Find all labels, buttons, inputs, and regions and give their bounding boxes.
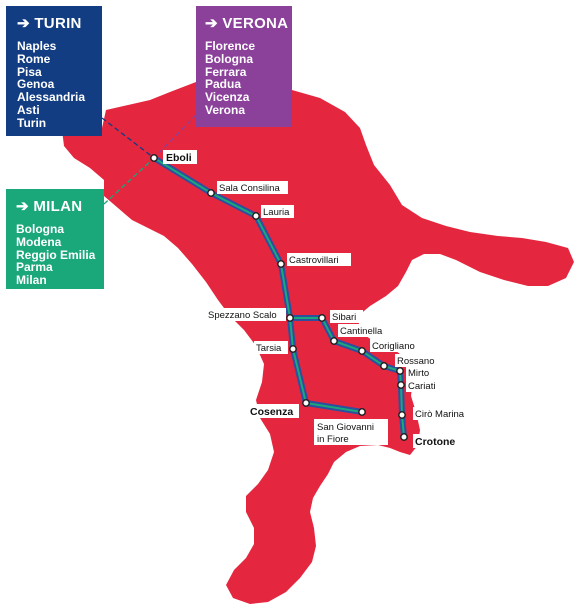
stop-castrovillari[interactable] xyxy=(277,260,285,268)
label-bg-san-giovanni xyxy=(314,419,388,445)
turin-connector xyxy=(101,117,155,159)
stop-eboli[interactable] xyxy=(150,154,158,162)
arrow-right-icon: ➔ xyxy=(16,198,29,215)
label-bg-corigliano xyxy=(370,339,423,352)
label-bg-castrovillari xyxy=(287,253,351,266)
label-bg-cosenza xyxy=(248,404,299,418)
label-cantinella: Cantinella xyxy=(340,326,383,337)
stop-cariati[interactable] xyxy=(397,381,405,389)
label-bg-mirto xyxy=(406,366,435,379)
label-sala-consilina: Sala Consilina xyxy=(219,183,280,194)
stops xyxy=(150,154,408,441)
stop-cosenza[interactable] xyxy=(302,399,310,407)
stop-mirto[interactable] xyxy=(396,367,404,375)
stop-sala-consilina[interactable] xyxy=(207,189,215,197)
label-san-giovanni-line1: San Giovanni xyxy=(317,422,374,433)
milan-connector xyxy=(103,157,155,205)
milan-panel-header: ➔ MILAN xyxy=(16,197,104,215)
stop-lauria[interactable] xyxy=(252,212,260,220)
stop-corigliano[interactable] xyxy=(358,347,366,355)
stop-sibari[interactable] xyxy=(318,314,326,322)
list-item: Florence xyxy=(205,39,256,53)
verona-route-panel: ➔ VERONA Florence Bologna Ferrara Padua … xyxy=(196,6,292,127)
milan-panel-title: MILAN xyxy=(33,198,83,215)
verona-connector xyxy=(153,114,197,159)
label-bg-sala-consilina xyxy=(217,181,288,194)
stop-rossano[interactable] xyxy=(380,362,388,370)
list-item: Asti xyxy=(17,102,40,117)
stop-crotone[interactable] xyxy=(400,433,408,441)
label-bg-eboli xyxy=(163,150,197,164)
list-item: Milan xyxy=(16,273,47,288)
list-item: Bologna xyxy=(16,222,64,236)
stop-cantinella[interactable] xyxy=(330,337,338,345)
label-rossano: Rossano xyxy=(397,356,435,367)
list-item: Vicenza xyxy=(205,90,250,105)
label-crotone: Crotone xyxy=(415,436,455,448)
turin-stop-list: Naples Rome Pisa Genoa Alessandria Asti … xyxy=(17,40,102,130)
label-eboli: Eboli xyxy=(166,152,192,164)
list-item: Ferrara xyxy=(205,64,247,79)
town-labels: Eboli Sala Consilina Lauria Castrovillar… xyxy=(163,150,473,448)
label-bg-cantinella xyxy=(338,324,389,337)
list-item: Alessandria xyxy=(17,90,86,105)
stop-tarsia[interactable] xyxy=(289,345,297,353)
label-sibari: Sibari xyxy=(332,312,356,323)
label-bg-rossano xyxy=(395,354,439,367)
list-item: Genoa xyxy=(17,77,55,92)
label-castrovillari: Castrovillari xyxy=(289,255,339,266)
list-item: Naples xyxy=(17,39,57,53)
landmass xyxy=(62,6,574,604)
stop-ciro-marina[interactable] xyxy=(398,411,406,419)
list-item: Turin xyxy=(17,115,47,130)
label-lauria: Lauria xyxy=(263,207,290,218)
label-bg-lauria xyxy=(261,205,294,218)
label-mirto: Mirto xyxy=(408,368,429,379)
turin-panel-header: ➔ TURIN xyxy=(17,14,102,32)
list-item: Padua xyxy=(205,77,242,92)
list-item: Reggio Emilia xyxy=(16,247,96,262)
turin-route-panel: ➔ TURIN Naples Rome Pisa Genoa Alessandr… xyxy=(6,6,102,136)
list-item: Bologna xyxy=(205,51,253,66)
main-line-inner xyxy=(153,157,363,413)
arrow-right-icon: ➔ xyxy=(205,15,218,32)
label-cariati: Cariati xyxy=(408,381,435,392)
label-spezzano-scalo: Spezzano Scalo xyxy=(208,310,277,321)
label-cosenza: Cosenza xyxy=(250,406,293,418)
label-bg-cariati xyxy=(406,379,443,392)
verona-panel-title: VERONA xyxy=(222,15,289,32)
label-bg-spezzano-scalo xyxy=(206,308,286,321)
label-bg-sibari xyxy=(330,310,363,323)
stop-spezzano-scalo[interactable] xyxy=(286,314,294,322)
milan-route-panel: ➔ MILAN Bologna Modena Reggio Emilia Par… xyxy=(6,189,104,289)
label-bg-crotone xyxy=(413,434,464,448)
label-bg-ciro-marina xyxy=(413,407,473,420)
arrow-right-icon: ➔ xyxy=(17,15,30,32)
milan-stop-list: Bologna Modena Reggio Emilia Parma Milan xyxy=(16,223,104,287)
turin-panel-title: TURIN xyxy=(34,15,82,32)
label-ciro-marina: Cirò Marina xyxy=(415,409,465,420)
list-item: Rome xyxy=(17,51,51,66)
label-san-giovanni-line2: in Fiore xyxy=(317,434,349,445)
list-item: Pisa xyxy=(17,64,42,79)
label-tarsia: Tarsia xyxy=(256,343,282,354)
label-bg-tarsia xyxy=(254,341,288,354)
list-item: Verona xyxy=(205,102,246,117)
verona-panel-header: ➔ VERONA xyxy=(205,14,292,32)
list-item: Parma xyxy=(16,260,53,275)
label-corigliano: Corigliano xyxy=(372,341,415,352)
verona-stop-list: Florence Bologna Ferrara Padua Vicenza V… xyxy=(205,40,292,117)
stop-san-giovanni-in-fiore[interactable] xyxy=(358,408,366,416)
list-item: Modena xyxy=(16,234,62,249)
